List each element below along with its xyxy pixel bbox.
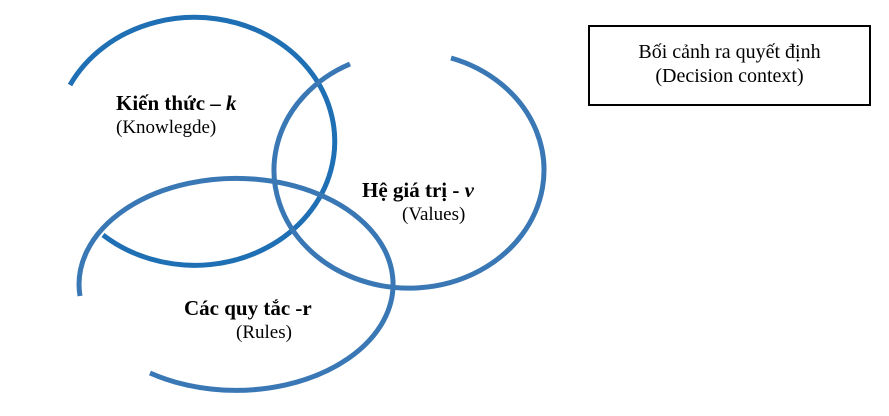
rules-label: Các quy tắc -r (Rules) [184, 296, 312, 345]
values-subtitle: (Values) [402, 204, 466, 225]
knowledge-label: Kiến thức – k (Knowlegde) [116, 91, 237, 140]
decision-context-line2: (Decision context) [655, 65, 804, 87]
knowledge-circle-arc [67, 14, 338, 268]
values-label: Hệ giá trị - v (Values) [362, 178, 474, 227]
rules-circle-arc [76, 175, 396, 393]
values-title: Hệ giá trị - v [362, 178, 474, 202]
values-circle-arc [271, 55, 547, 291]
rules-title: Các quy tắc -r [184, 296, 312, 320]
rules-subtitle: (Rules) [236, 322, 292, 343]
knowledge-subtitle: (Knowlegde) [116, 117, 217, 138]
decision-context-line1: Bối cảnh ra quyết định [638, 41, 821, 63]
decision-context-box: Bối cảnh ra quyết định (Decision context… [588, 25, 871, 106]
knowledge-title: Kiến thức – k [116, 91, 237, 115]
